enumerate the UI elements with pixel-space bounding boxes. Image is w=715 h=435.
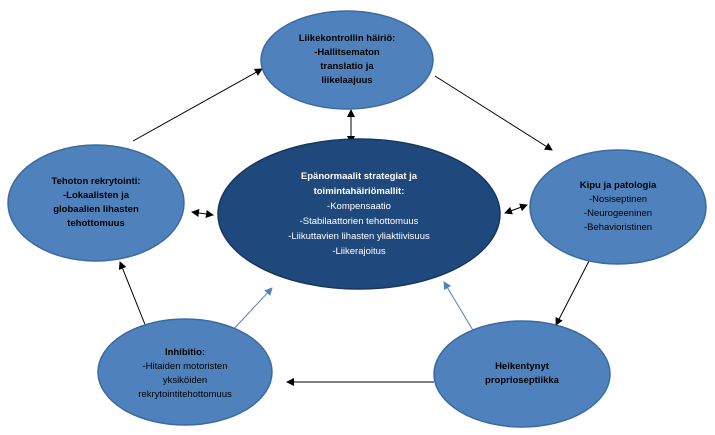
node-top-line: liikelaajuus: [321, 75, 373, 86]
node-top-line: -Hallitsematon: [314, 47, 380, 58]
node-right-title: Kipu ja patologia: [579, 180, 657, 191]
node-left-line: globaalien lihasten: [53, 204, 139, 215]
node-bottom-left-line: rekrytointitehottomuus: [138, 389, 232, 400]
node-right-lines: -Nosiseptinen -Neurogeeninen -Behavioris…: [584, 193, 652, 235]
arrow-bottom-left-to-center: [230, 287, 273, 333]
node-bottom-right-line: proprioseptiikka: [485, 375, 559, 386]
node-bottom-left: Inhibitio: -Hitaiden motoristen yksiköid…: [99, 322, 271, 426]
node-top-lines: -Hallitsematon translatio ja liikelaajuu…: [314, 46, 379, 88]
arrow-bottom-left-to-left: [118, 261, 147, 328]
node-center-line: -Liikerajoitus: [332, 246, 386, 257]
node-bottom-right-ellipse: [433, 320, 611, 428]
node-center-title-line: toimintahäiriömallit:: [313, 186, 405, 197]
node-left-line: -Lokaalisten ja: [63, 190, 129, 201]
node-right-line: -Behavioristinen: [583, 222, 653, 233]
node-center-line: -Kompensaatio: [327, 201, 391, 212]
node-top-line: translatio ja: [320, 61, 374, 72]
node-center-line: -Stabilaattorien tehottomuus: [299, 216, 419, 227]
node-top: Liikekontrollin häiriö: -Hallitsematon t…: [262, 12, 432, 108]
node-bottom-right: Heikentynyt proprioseptiikka: [437, 322, 607, 426]
node-center-title: Epänormaalit strategiat ja toimintahäiri…: [301, 169, 417, 199]
node-right-line: -Neurogeeninen: [583, 208, 653, 219]
node-center-ellipse: [217, 138, 501, 290]
node-right: Kipu ja patologia -Nosiseptinen -Neuroge…: [533, 152, 703, 262]
node-bottom-left-ellipse: [97, 318, 273, 426]
node-bottom-left-title: Inhibitio:: [164, 347, 206, 358]
node-left-line: tehottomuus: [67, 218, 125, 229]
node-top-ellipse: [260, 10, 434, 110]
node-center-title-line: Epänormaalit strategiat ja: [300, 171, 418, 182]
node-bottom-right-lines: proprioseptiikka: [485, 374, 559, 388]
node-right-ellipse: [529, 149, 707, 265]
node-right-line: -Nosiseptinen: [588, 194, 648, 205]
node-center-lines: -Kompensaatio -Stabilaattorien tehottomu…: [288, 199, 430, 259]
arrow-left-center-bidirectional: [191, 209, 214, 218]
node-bottom-right-title: Heikentynyt: [495, 361, 549, 372]
arrow-right-to-bottom-right: [555, 260, 590, 326]
arrow-top-to-right: [434, 75, 553, 151]
node-bottom-left-line: yksiköiden: [162, 375, 208, 386]
arrow-bottom-right-to-center: [443, 281, 475, 333]
arrow-right-center-bidirectional: [504, 203, 528, 215]
node-left-title: Tehoton rekrytointi:: [51, 176, 141, 187]
node-bottom-left-line: -Hitaiden motoristen: [142, 361, 228, 372]
node-top-title: Liikekontrollin häiriö:: [298, 33, 396, 44]
node-left-ellipse: [7, 144, 185, 262]
node-center: Epänormaalit strategiat ja toimintahäiri…: [222, 142, 496, 286]
node-bottom-left-lines: -Hitaiden motoristen yksiköiden rekrytoi…: [138, 360, 231, 402]
node-left: Tehoton rekrytointi: -Lokaalisten ja glo…: [10, 146, 182, 260]
arrow-left-to-top: [132, 68, 263, 142]
node-left-lines: -Lokaalisten ja globaalien lihasten teho…: [53, 189, 139, 231]
node-center-line: -Liikuttavien lihasten yliaktiivisuus: [288, 231, 430, 242]
